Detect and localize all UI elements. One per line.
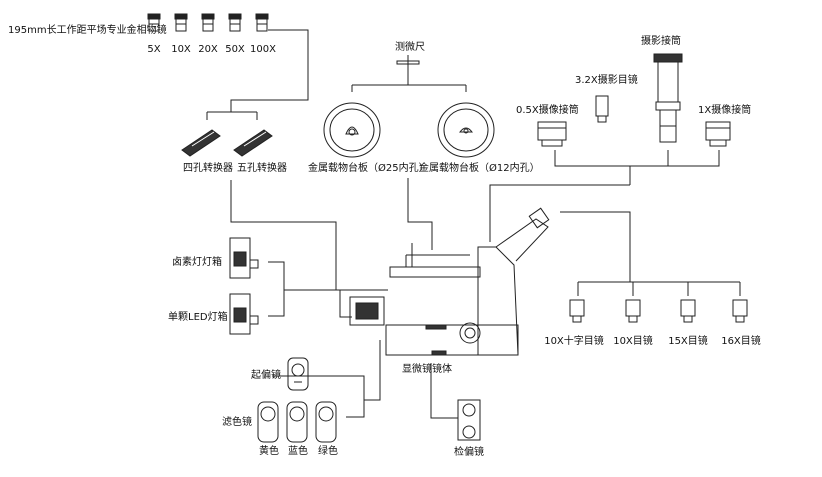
objective-row	[140, 12, 280, 62]
led-lamp-label: 单颗LED灯箱	[168, 312, 228, 323]
filter-blue: 蓝色	[288, 446, 308, 457]
objective-100x: 100X	[250, 44, 276, 55]
polarizer-label: 起偏镜	[251, 370, 281, 381]
eyepiece-10x: 10X目镜	[613, 336, 653, 347]
nosepiece-four-hole: 四孔转换器	[183, 163, 233, 174]
photo-eyepiece-label: 3.2X摄影目镜	[575, 75, 638, 86]
filter-drawings	[257, 401, 337, 443]
analyzer-label: 检偏镜	[454, 447, 484, 458]
filter-green: 绿色	[318, 446, 338, 457]
eyepiece-drawings	[569, 299, 748, 323]
microscope-body-label: 显微镜镜体	[402, 364, 452, 375]
filter-yellow: 黄色	[259, 446, 279, 457]
adapter-1x-label: 1X摄像接筒	[698, 105, 752, 116]
objective-20x: 20X	[198, 44, 218, 55]
eyepiece-16x: 16X目镜	[721, 336, 761, 347]
microscope-body-drawing	[349, 207, 550, 356]
stage-plate-12mm: 金属载物台板（Ø12内孔）	[419, 163, 540, 174]
stage-plate-25mm: 金属载物台板（Ø25内孔）	[308, 163, 429, 174]
objectives-heading: 195mm长工作距平场专业金相物镜	[8, 25, 167, 36]
micrometer-label: 测微尺	[395, 42, 425, 53]
lamp-house-drawings	[229, 237, 259, 335]
analyzer-drawing	[457, 399, 481, 441]
filters-heading: 滤色镜	[222, 417, 252, 428]
nosepiece-drawings	[181, 129, 273, 157]
halogen-lamp-label: 卤素灯灯箱	[172, 257, 222, 268]
objective-50x: 50X	[225, 44, 245, 55]
objective-10x: 10X	[171, 44, 191, 55]
eyepiece-15x: 15X目镜	[668, 336, 708, 347]
stage-plate-drawings	[323, 102, 495, 158]
camera-drawings	[537, 53, 731, 147]
objective-lens-icons	[147, 13, 269, 32]
photo-tube-label: 摄影接筒	[641, 36, 681, 47]
nosepiece-five-hole: 五孔转换器	[237, 163, 287, 174]
eyepiece-10x-crosshair: 10X十字目镜	[544, 336, 604, 347]
objective-5x: 5X	[147, 44, 161, 55]
adapter-05x-label: 0.5X摄像接筒	[516, 105, 579, 116]
polarizer-drawing	[287, 357, 309, 391]
micrometer-drawing	[396, 60, 420, 65]
